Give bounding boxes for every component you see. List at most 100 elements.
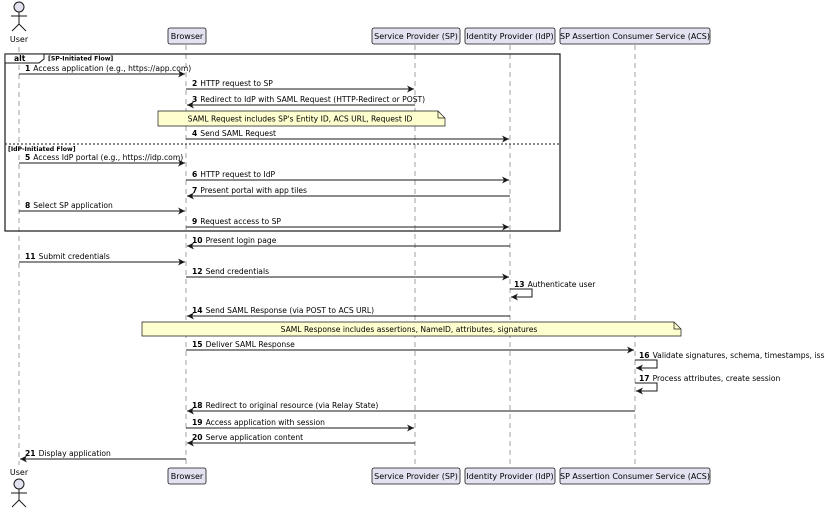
message-number: 17 (639, 374, 650, 383)
message-number: 19 (192, 418, 203, 427)
participant-label: Identity Provider (IdP) (466, 32, 553, 41)
message-number: 12 (192, 267, 203, 276)
alt-guard-idp-initiated: [IdP-Initiated Flow] (8, 146, 76, 153)
message-number: 7 (192, 186, 197, 195)
participant-idp-bottom: Identity Provider (IdP) (464, 467, 556, 485)
self-message-arrow (510, 288, 533, 301)
note-text: SAML Response includes assertions, NameI… (281, 325, 538, 334)
message-text: Select SP application (33, 201, 113, 210)
note-saml-response: SAML Response includes assertions, NameI… (141, 321, 682, 337)
message-text: Redirect to IdP with SAML Request (HTTP-… (200, 95, 425, 104)
message-text: Serve application content (206, 433, 304, 442)
message-number: 21 (25, 449, 36, 458)
participant-idp-top: Identity Provider (IdP) (464, 27, 556, 45)
message-text: Display application (39, 449, 111, 458)
participant-browser-bottom: Browser (167, 467, 207, 485)
message-number: 11 (25, 252, 36, 261)
message-number: 1 (25, 64, 30, 73)
self-message-arrow (635, 382, 658, 395)
message-text: Present portal with app tiles (200, 186, 307, 195)
message-text: Redirect to original resource (via Relay… (206, 401, 379, 410)
message-text: Send SAML Request (200, 129, 276, 138)
message-text: Access IdP portal (e.g., https://idp.com… (33, 153, 183, 162)
participant-label: Browser (171, 472, 204, 481)
lifelines (18, 45, 636, 467)
message-text: HTTP request to IdP (200, 170, 275, 179)
participant-label: Service Provider (SP) (374, 472, 458, 481)
message-text: Present login page (206, 236, 277, 245)
message-number: 6 (192, 170, 197, 179)
participant-sp-bottom: Service Provider (SP) (371, 467, 461, 485)
participant-browser-top: Browser (167, 27, 207, 45)
participant-label: User (10, 468, 29, 477)
participant-label: SP Assertion Consumer Service (ACS) (560, 32, 710, 41)
participant-acs-bottom: SP Assertion Consumer Service (ACS) (559, 467, 711, 485)
message-number: 8 (25, 201, 30, 210)
message-number: 20 (192, 433, 203, 442)
participant-sp-top: Service Provider (SP) (371, 27, 461, 45)
message-text: Process attributes, create session (653, 374, 781, 383)
message-number: 2 (192, 79, 197, 88)
message-number: 9 (192, 217, 197, 226)
message-number: 18 (192, 401, 203, 410)
message-number: 15 (192, 340, 203, 349)
message-text: Access application with session (206, 418, 326, 427)
self-message-arrow (635, 359, 658, 372)
note-saml-request: SAML Request includes SP's Entity ID, AC… (157, 110, 446, 127)
message-text: Submit credentials (39, 252, 110, 261)
message-text: Send SAML Response (via POST to ACS URL) (206, 306, 375, 315)
message-number: 3 (192, 95, 197, 104)
message-text: Request access to SP (200, 217, 281, 226)
message-number: 14 (192, 306, 203, 315)
participant-user-top: User (10, 1, 29, 44)
note-text: SAML Request includes SP's Entity ID, AC… (188, 115, 413, 124)
participant-label: User (10, 35, 29, 44)
message-text: Validate signatures, schema, timestamps,… (653, 351, 825, 360)
message-text: Access application (e.g., https://app.co… (33, 64, 191, 73)
participant-label: Identity Provider (IdP) (466, 472, 553, 481)
alt-keyword: alt (14, 54, 26, 63)
message-text: Send credentials (206, 267, 269, 276)
participant-label: SP Assertion Consumer Service (ACS) (560, 472, 710, 481)
actor-icon (11, 1, 27, 32)
